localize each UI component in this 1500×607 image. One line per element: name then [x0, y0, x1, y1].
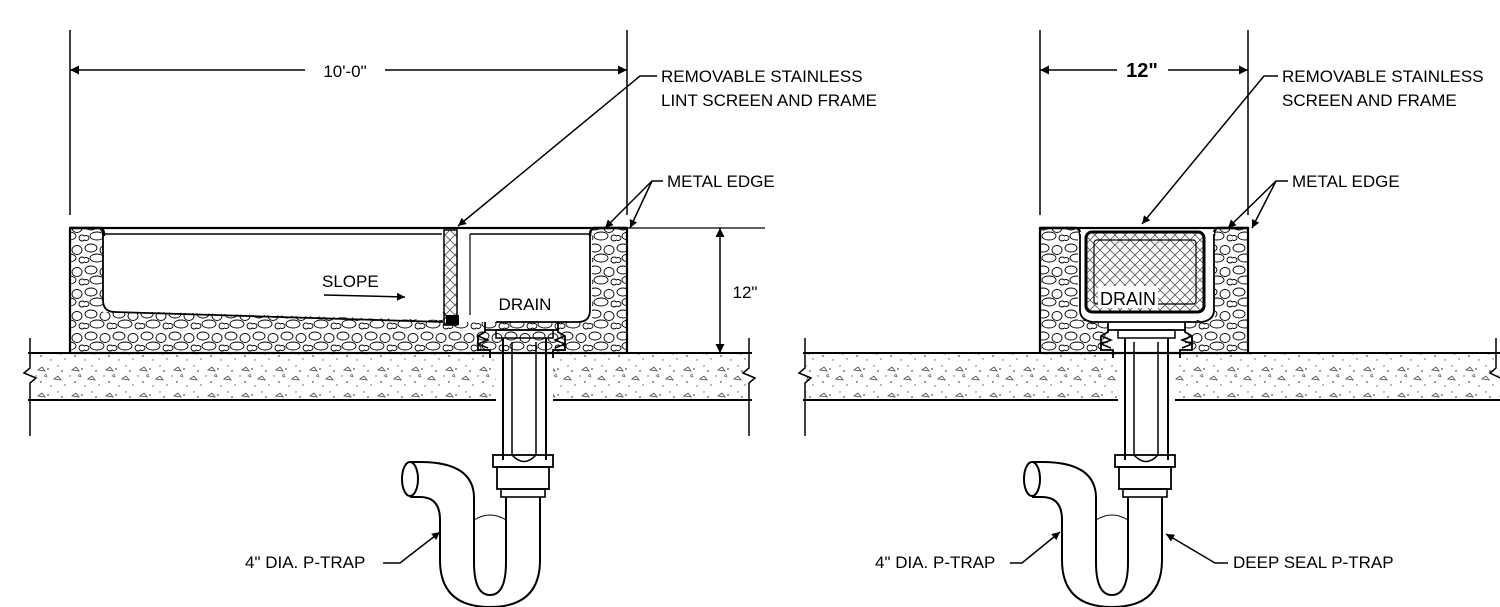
left-screen-callout: REMOVABLE STAINLESS LINT SCREEN AND FRAM…: [457, 67, 877, 227]
right-deep-trap-callout-text: DEEP SEAL P-TRAP: [1233, 553, 1394, 572]
left-lint-screen: [443, 229, 459, 326]
left-height-label: 12": [733, 283, 758, 302]
left-trap-callout-text: 4" DIA. P-TRAP: [245, 553, 365, 572]
right-drain-assembly: [1023, 322, 1195, 607]
left-width-dimension: 10'-0": [69, 30, 628, 215]
left-gravel-base: [68, 226, 629, 355]
right-detail: 12" REMOVABLE STAINLESS SCREEN AND FRAME…: [797, 30, 1500, 607]
left-edge-callout-text: METAL EDGE: [667, 172, 775, 191]
left-detail: 10'-0" 12" REMOVABLE STAINLESS LINT SCRE…: [22, 30, 877, 607]
left-drain-assembly: [401, 322, 568, 607]
right-edge-callout: METAL EDGE: [1227, 172, 1400, 229]
right-width-dimension: 12": [1039, 30, 1249, 215]
right-edge-callout-text: METAL EDGE: [1292, 172, 1400, 191]
left-screen-callout-line2: LINT SCREEN AND FRAME: [661, 91, 877, 110]
left-screen-callout-line1: REMOVABLE STAINLESS: [661, 67, 863, 86]
left-trench: [70, 226, 765, 323]
left-height-dimension: 12": [715, 228, 758, 353]
left-slope-label: SLOPE: [322, 272, 379, 291]
right-screen-callout-line2: SCREEN AND FRAME: [1282, 91, 1457, 110]
left-slope-indicator: SLOPE: [322, 272, 406, 301]
right-width-label: 12": [1126, 60, 1158, 82]
right-floor-slab: [797, 338, 1500, 436]
left-width-label: 10'-0": [323, 62, 366, 81]
right-deep-trap-callout: DEEP SEAL P-TRAP: [1165, 533, 1394, 572]
right-drain-basket: [1079, 230, 1215, 323]
left-floor-slab: [22, 338, 757, 436]
right-trap-callout-text: 4" DIA. P-TRAP: [875, 553, 995, 572]
right-screen-callout: REMOVABLE STAINLESS SCREEN AND FRAME: [1141, 67, 1484, 225]
left-edge-callout: METAL EDGE: [604, 172, 775, 229]
right-screen-callout-line1: REMOVABLE STAINLESS: [1282, 67, 1484, 86]
left-trap-callout: 4" DIA. P-TRAP: [245, 531, 441, 572]
right-drain-label: DRAIN: [1100, 289, 1156, 309]
left-drain-label: DRAIN: [499, 295, 552, 314]
right-trap-callout: 4" DIA. P-TRAP: [875, 531, 1061, 572]
